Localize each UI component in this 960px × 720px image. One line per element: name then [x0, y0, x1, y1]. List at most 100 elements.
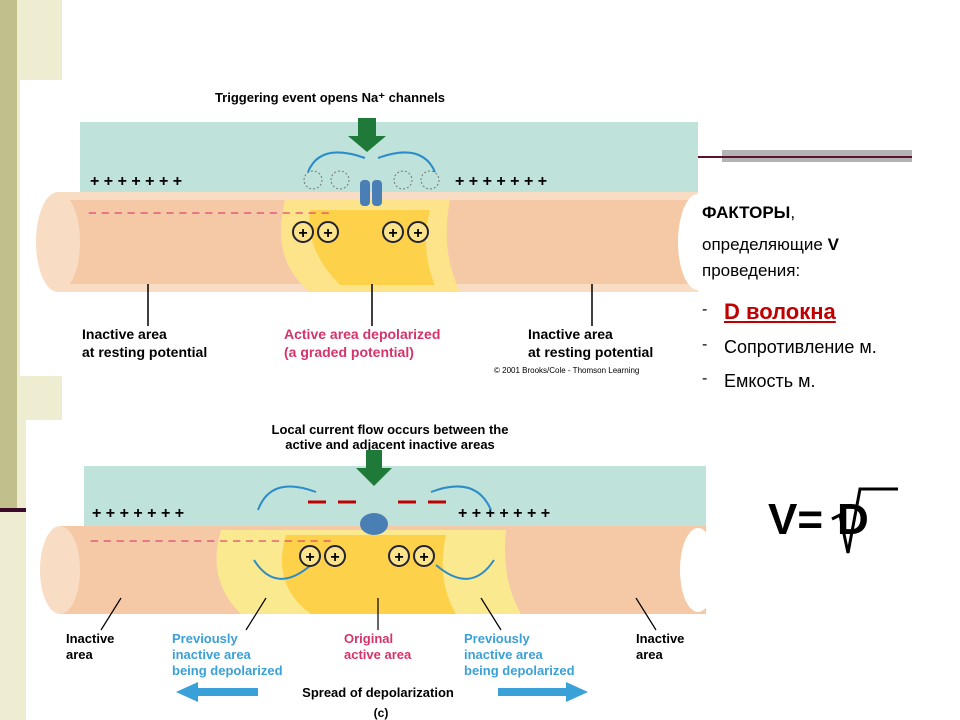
- spread-label: Spread of depolarization: [302, 685, 454, 700]
- panel-label: (c): [374, 706, 389, 720]
- na-channel: [360, 513, 388, 535]
- factor-item-label: Емкость м.: [724, 371, 816, 391]
- label-previously-right-2: inactive area: [464, 647, 544, 662]
- factor-item-label: D волокна: [724, 299, 836, 324]
- plus-charges-right: + + + + + + +: [458, 505, 550, 522]
- slide-side-band-dark: [0, 0, 17, 510]
- current-arrow: [377, 151, 436, 173]
- axon-left-end: [36, 192, 80, 292]
- plus-ion: [382, 221, 404, 243]
- factor-item: - Сопротивление м.: [702, 335, 952, 359]
- faded-charge: [420, 170, 440, 190]
- pointer-line: [635, 597, 657, 631]
- factor-item-label: Сопротивление м.: [724, 337, 877, 357]
- dash-bullet: -: [702, 301, 708, 318]
- na-channel-right: [372, 180, 382, 206]
- current-arrow: [253, 559, 312, 580]
- depolarized-core: [309, 210, 435, 285]
- plus-ion: [317, 221, 339, 243]
- label-previously-left-3: being depolarized: [172, 663, 283, 678]
- plus-ion: [324, 545, 346, 567]
- label-active-1: Active area depolarized: [284, 326, 440, 342]
- faded-charge: [330, 170, 350, 190]
- dash-bullet: -: [702, 336, 708, 353]
- factors-line2-text: определяющие: [702, 235, 823, 254]
- formula-lhs: V=: [768, 495, 824, 544]
- plus-ion: [299, 545, 321, 567]
- trigger-arrow-icon: [356, 450, 392, 486]
- current-arrow: [257, 485, 317, 511]
- plus-ion: [388, 545, 410, 567]
- factors-line2: определяющие V: [702, 232, 952, 258]
- pointer-line: [100, 597, 122, 631]
- extracellular-fluid: [84, 466, 706, 526]
- current-arrow: [307, 151, 366, 173]
- factors-title: ФАКТОРЫ,: [702, 200, 952, 226]
- axon-right-end: [680, 528, 706, 612]
- bottom-figure-svg: Local current flow occurs between the ac…: [40, 422, 706, 720]
- label-inactive-left-1: Inactive area: [82, 326, 167, 342]
- faded-charge: [393, 170, 413, 190]
- copyright: © 2001 Brooks/Cole - Thomson Learning: [494, 366, 639, 375]
- axon-left-end: [40, 526, 80, 614]
- plus-charges-right: + + + + + + +: [455, 173, 547, 190]
- plus-ion-sign: +: [388, 225, 397, 242]
- plus-ion-sign: +: [413, 225, 422, 242]
- spread-label-bg: [258, 683, 498, 701]
- plus-charges-left: + + + + + + +: [90, 173, 182, 190]
- top-figure-svg: Triggering event opens Na⁺ channels + + …: [36, 90, 698, 375]
- label-original-2: active area: [344, 647, 412, 662]
- bottom-title-1: Local current flow occurs between the: [272, 422, 509, 437]
- formula: V= D: [768, 487, 898, 554]
- label-inactive-right-1: Inactive: [636, 631, 684, 646]
- plus-ion: [413, 545, 435, 567]
- factors-block: ФАКТОРЫ, определяющие V проведения: - D …: [702, 200, 952, 393]
- plus-ion: [292, 221, 314, 243]
- formula-sqrt-icon: [831, 487, 898, 554]
- label-active-2: (a graded potential): [284, 344, 414, 360]
- na-channel-left: [360, 180, 370, 206]
- faded-charge: [303, 170, 323, 190]
- factors-title-rest: ,: [790, 203, 796, 222]
- plus-ion-sign: +: [305, 549, 314, 566]
- dash-bullet: -: [702, 370, 708, 387]
- plus-charges-left: + + + + + + +: [92, 505, 184, 522]
- bottom-title-2: active and adjacent inactive areas: [285, 437, 495, 452]
- label-original-1: Original: [344, 631, 393, 646]
- plus-ion-sign: +: [419, 549, 428, 566]
- plus-ion-sign: +: [394, 549, 403, 566]
- factors-title-bold: ФАКТОРЫ: [702, 203, 791, 222]
- top-figure: Triggering event opens Na⁺ channels + + …: [20, 80, 698, 376]
- plus-ion-sign: +: [323, 225, 332, 242]
- label-previously-left-1: Previously: [172, 631, 239, 646]
- formula-rhs: D: [837, 495, 869, 544]
- bottom-figure: Local current flow occurs between the ac…: [26, 420, 706, 720]
- pointer-line: [480, 597, 502, 631]
- axon-right-end: [678, 194, 698, 290]
- label-previously-right-3: being depolarized: [464, 663, 575, 678]
- factors-line3: проведения:: [702, 261, 801, 280]
- minus-charges: − − − − − − − − − − − − − − − − − − −: [88, 205, 330, 222]
- factor-item: - D волокна: [702, 300, 952, 325]
- current-arrow: [430, 485, 492, 511]
- current-arrow: [435, 559, 495, 580]
- plus-ion-sign: +: [330, 549, 339, 566]
- plus-ion: [407, 221, 429, 243]
- plus-ion-sign: +: [298, 225, 307, 242]
- label-previously-right-1: Previously: [464, 631, 531, 646]
- trigger-arrow-icon: [348, 118, 386, 152]
- pointer-line: [245, 597, 267, 631]
- title-accent-line: [697, 156, 912, 158]
- label-inactive-right-2: area: [636, 647, 664, 662]
- label-inactive-left-1: Inactive: [66, 631, 114, 646]
- label-inactive-left-2: area: [66, 647, 94, 662]
- label-inactive-right-2: at resting potential: [528, 344, 653, 360]
- label-inactive-right-1: Inactive area: [528, 326, 613, 342]
- factor-item: - Емкость м.: [702, 369, 952, 393]
- slide-band-line: [0, 508, 28, 512]
- label-inactive-left-2: at resting potential: [82, 344, 207, 360]
- extracellular-fluid: [80, 122, 698, 192]
- factors-line2-bold: V: [827, 235, 839, 254]
- top-figure-title: Triggering event opens Na⁺ channels: [215, 90, 445, 105]
- label-previously-left-2: inactive area: [172, 647, 252, 662]
